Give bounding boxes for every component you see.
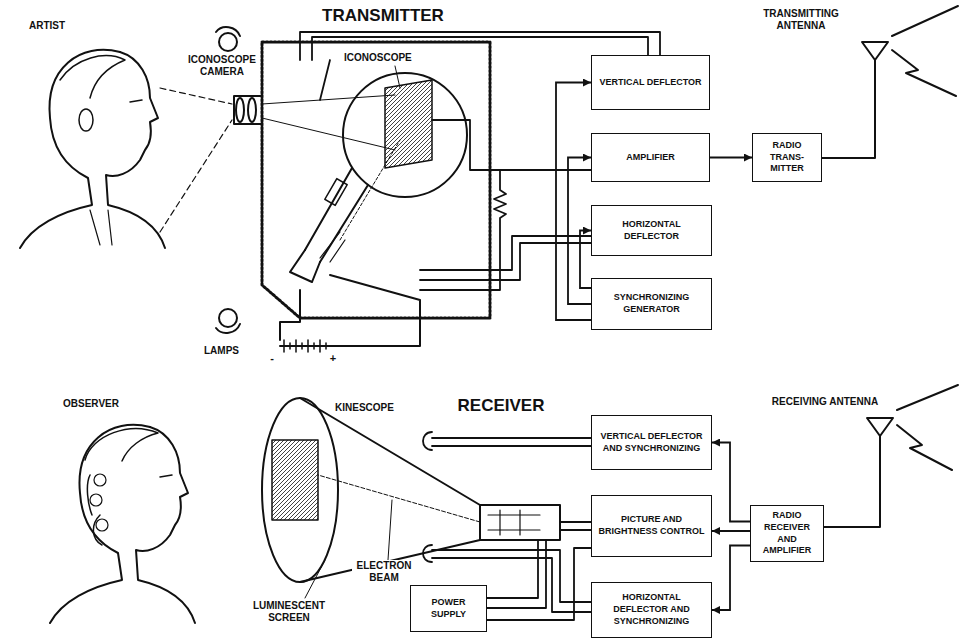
part-label: RECEIVING ANTENNA bbox=[768, 396, 882, 408]
iconoscope-tube bbox=[290, 66, 467, 282]
camera-housing bbox=[262, 42, 490, 318]
box-label: AMPLIFIER bbox=[626, 152, 675, 164]
box-label: RADIO TRANS- MITTER bbox=[757, 140, 817, 175]
process-box: SYNCHRONIZING GENERATOR bbox=[591, 278, 712, 330]
part-label: TRANSMITTING ANTENNA bbox=[740, 8, 862, 32]
artist-figure bbox=[20, 50, 165, 248]
part-label: OBSERVER bbox=[62, 398, 144, 410]
process-box: PICTURE AND BRIGHTNESS CONTROL bbox=[591, 495, 712, 557]
box-label: RADIO RECEIVER AND AMPLIFIER bbox=[755, 510, 819, 557]
lens bbox=[234, 95, 395, 150]
part-label: KINESCOPE bbox=[334, 402, 416, 414]
signal-connector bbox=[568, 158, 591, 305]
section-heading: RECEIVER bbox=[440, 396, 562, 416]
kinescope-tube bbox=[262, 398, 560, 582]
box-label: POWER SUPPLY bbox=[415, 597, 482, 620]
process-box: RADIO TRANS- MITTER bbox=[752, 133, 822, 182]
signal-connector bbox=[710, 157, 752, 159]
section-heading: TRANSMITTER bbox=[312, 6, 454, 26]
process-box: RADIO RECEIVER AND AMPLIFIER bbox=[750, 505, 824, 562]
process-box: HORIZONTAL DEFLECTOR bbox=[591, 205, 712, 256]
signal-connector bbox=[712, 530, 750, 532]
box-label: VERTICAL DEFLECTOR AND SYNCHRONIZING bbox=[596, 431, 707, 454]
part-label: ELECTRON BEAM bbox=[352, 560, 416, 584]
process-box: AMPLIFIER bbox=[591, 133, 710, 182]
signal-connector bbox=[712, 546, 750, 611]
process-box: HORIZONTAL DEFLECTOR AND SYNCHRONIZING bbox=[591, 582, 712, 638]
battery-symbol bbox=[280, 275, 420, 352]
signal-connector bbox=[580, 231, 591, 289]
observer-figure bbox=[50, 425, 195, 623]
sight-line bbox=[160, 88, 232, 232]
box-label: HORIZONTAL DEFLECTOR bbox=[596, 219, 707, 242]
polarity-sign: + bbox=[326, 352, 340, 365]
part-label: LUMINESCENT SCREEN bbox=[238, 600, 340, 624]
process-box: POWER SUPPLY bbox=[410, 585, 487, 632]
signal-connector bbox=[712, 443, 750, 522]
signal-connector bbox=[556, 83, 591, 321]
part-label: ARTIST bbox=[28, 20, 90, 32]
box-label: SYNCHRONIZING GENERATOR bbox=[596, 292, 707, 315]
part-label: LAMPS bbox=[203, 345, 255, 357]
box-label: VERTICAL DEFLECTOR bbox=[599, 77, 701, 89]
part-label: ICONOSCOPE bbox=[343, 52, 425, 64]
process-box: VERTICAL DEFLECTOR bbox=[591, 55, 710, 110]
part-label: ICONOSCOPE CAMERA bbox=[184, 54, 260, 78]
polarity-sign: - bbox=[266, 352, 278, 365]
box-label: HORIZONTAL DEFLECTOR AND SYNCHRONIZING bbox=[596, 592, 707, 627]
box-label: PICTURE AND BRIGHTNESS CONTROL bbox=[596, 514, 707, 537]
process-box: VERTICAL DEFLECTOR AND SYNCHRONIZING bbox=[591, 415, 712, 470]
